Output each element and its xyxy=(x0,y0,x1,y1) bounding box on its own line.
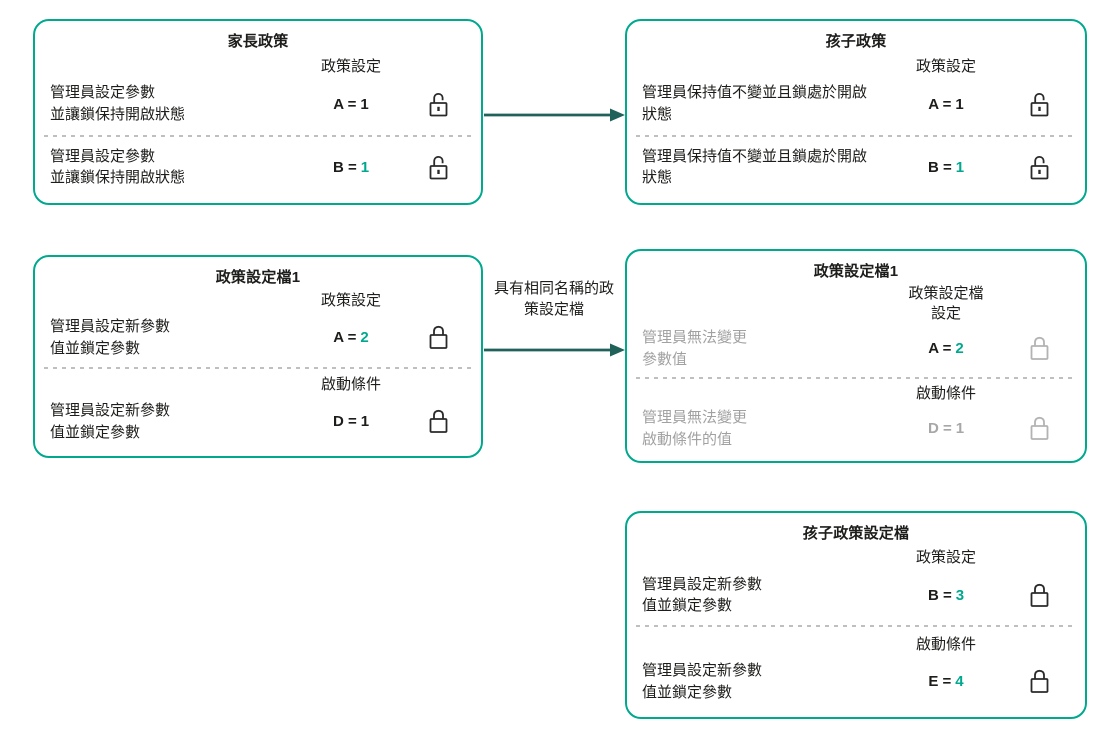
setting-row: 管理員設定新參數 值並鎖定參數 E =4 xyxy=(642,658,1070,706)
open-lock-icon xyxy=(1028,154,1051,181)
row-description: 管理員無法變更 參數值 xyxy=(642,328,748,368)
param-value: A =1 xyxy=(333,95,369,113)
row-description: 管理員設定新參數 值並鎖定參數 xyxy=(642,575,763,615)
setting-row: 管理員無法變更 參數值 A =2 xyxy=(642,325,1070,373)
setting-row: 管理員保持值不變並且鎖處於開啟 狀態 B =1 xyxy=(642,143,1070,191)
param-value: B =3 xyxy=(927,586,965,604)
inherited-policy-profile-box: 政策設定檔1 政策設定檔 設定 管理員無法變更 參數值 A =2 啟動條件 管理… xyxy=(625,249,1087,463)
row-description: 管理員設定新參數 值並鎖定參數 xyxy=(50,401,171,441)
closed-lock-icon xyxy=(1028,335,1051,362)
dashed-divider xyxy=(44,366,472,369)
setting-row: 管理員設定新參數 值並鎖定參數 D =1 xyxy=(50,398,466,446)
row-description: 管理員保持值不變並且鎖處於開啟 狀態 xyxy=(642,147,868,187)
param-value: B =1 xyxy=(332,158,370,176)
param-value: D =1 xyxy=(332,413,370,431)
dashed-divider xyxy=(636,376,1076,379)
section-subheader: 啟動條件 xyxy=(320,376,381,394)
param-value: E =4 xyxy=(928,673,964,691)
setting-row: 管理員設定新參數 值並鎖定參數 B =3 xyxy=(642,571,1070,619)
setting-row: 管理員設定參數 並讓鎖保持開啟狀態 B =1 xyxy=(50,143,466,191)
dashed-divider xyxy=(44,134,472,137)
closed-lock-icon xyxy=(1028,415,1051,442)
dashed-divider xyxy=(636,134,1076,137)
box-title: 家長政策 xyxy=(227,33,289,50)
box-title: 政策設定檔1 xyxy=(215,269,301,286)
parent-policy-box: 家長政策 政策設定 管理員設定參數 並讓鎖保持開啟狀態 A =1 管理員設定參數… xyxy=(33,19,483,205)
closed-lock-icon xyxy=(427,408,450,435)
box-title: 孩子政策設定檔 xyxy=(802,525,910,542)
closed-lock-icon xyxy=(427,324,450,351)
section-subheader: 政策設定 xyxy=(320,57,381,75)
section-subheader: 啟動條件 xyxy=(915,635,976,653)
arrow-profile-to-child-profile xyxy=(484,339,625,361)
row-description: 管理員無法變更 啟動條件的值 xyxy=(642,408,748,448)
section-subheader: 政策設定 xyxy=(915,57,976,75)
setting-row: 管理員保持值不變並且鎖處於開啟 狀態 A =1 xyxy=(642,80,1070,128)
box-title: 政策設定檔1 xyxy=(813,263,899,280)
row-description: 管理員設定新參數 值並鎖定參數 xyxy=(642,662,763,701)
child-policy-profile-box: 孩子政策設定檔 政策設定 管理員設定新參數 值並鎖定參數 B =3 啟動條件 管… xyxy=(625,511,1087,719)
setting-row: 管理員無法變更 啟動條件的值 D =1 xyxy=(642,405,1070,453)
arrow-label: 具有相同名稱的政 策設定檔 xyxy=(493,280,614,319)
box-title: 孩子政策 xyxy=(825,33,887,50)
section-subheader: 政策設定 xyxy=(320,292,381,310)
section-subheader: 政策設定 xyxy=(915,549,976,567)
section-subheader: 政策設定檔 設定 xyxy=(908,285,984,322)
section-subheader: 啟動條件 xyxy=(915,384,976,402)
arrow-parent-to-child xyxy=(484,104,625,126)
row-description: 管理員設定參數 並讓鎖保持開啟狀態 xyxy=(50,84,186,124)
param-value: A =2 xyxy=(928,340,964,358)
row-description: 管理員保持值不變並且鎖處於開啟 狀態 xyxy=(642,84,868,124)
closed-lock-icon xyxy=(1028,668,1051,695)
param-value: A =2 xyxy=(333,329,369,347)
child-policy-box: 孩子政策 政策設定 管理員保持值不變並且鎖處於開啟 狀態 A =1 管理員保持值… xyxy=(625,19,1087,205)
open-lock-icon xyxy=(1028,91,1051,118)
param-value: B =1 xyxy=(927,158,965,176)
open-lock-icon xyxy=(427,154,450,181)
closed-lock-icon xyxy=(1028,582,1051,609)
row-description: 管理員設定參數 並讓鎖保持開啟狀態 xyxy=(50,147,186,187)
row-description: 管理員設定新參數 值並鎖定參數 xyxy=(50,317,171,357)
open-lock-icon xyxy=(427,91,450,118)
setting-row: 管理員設定參數 並讓鎖保持開啟狀態 A =1 xyxy=(50,80,466,128)
dashed-divider xyxy=(636,625,1076,628)
setting-row: 管理員設定新參數 值並鎖定參數 A =2 xyxy=(50,314,466,362)
param-value: D =1 xyxy=(927,420,965,438)
policy-profile-box: 政策設定檔1 政策設定 管理員設定新參數 值並鎖定參數 A =2 啟動條件 管理… xyxy=(33,255,483,458)
param-value: A =1 xyxy=(928,95,964,113)
